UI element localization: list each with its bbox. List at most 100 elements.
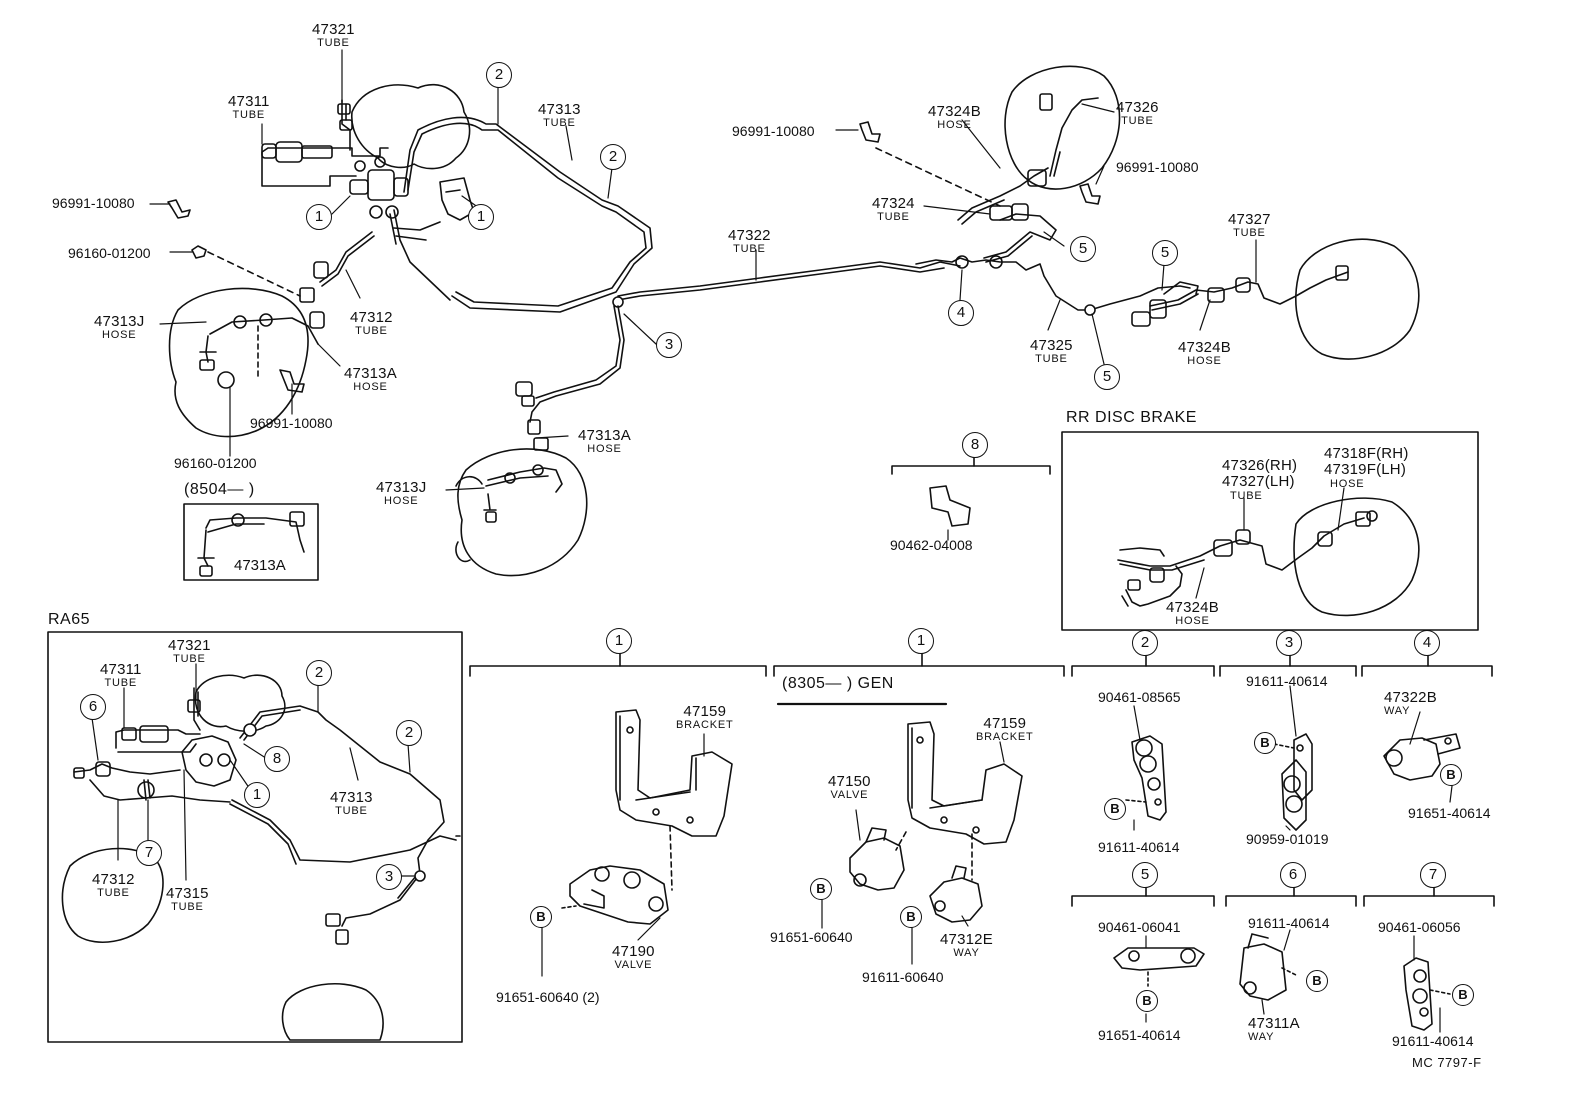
callout-2: 2: [396, 720, 422, 746]
group-bracket-3: [1219, 665, 1357, 677]
callout-1: 1: [306, 204, 332, 230]
front-left-drum-outline: [168, 287, 309, 438]
callout-5: 5: [1094, 364, 1120, 390]
ra65-master-cylinder: [194, 674, 286, 733]
tube-47313-top: [403, 116, 653, 313]
tube-47327: [1149, 271, 1349, 311]
rear-left-drum-outline: [1004, 65, 1121, 190]
way-47311A: [1239, 943, 1287, 1001]
clip-96991-left: [167, 199, 191, 219]
pn-91651-40614-a: 91651-40614: [1408, 805, 1491, 821]
clamp-90461-06041: [1113, 947, 1205, 971]
clip-90462-04008: [929, 485, 971, 527]
bracket-47159-a: [615, 709, 733, 837]
pn-96991-10080-d: 96991-10080: [1116, 159, 1199, 175]
pn-91651-60640: 91651-60640: [770, 929, 853, 945]
bolt-b-mark: B: [1254, 732, 1276, 754]
callout-5: 5: [1070, 236, 1096, 262]
pn-96991-10080-b: 96991-10080: [250, 415, 333, 431]
callout-6: 6: [80, 694, 106, 720]
rr-disc-brake-title: RR DISC BRAKE: [1066, 409, 1197, 426]
callout-8: 8: [264, 746, 290, 772]
group-bracket-2: [1071, 665, 1215, 677]
pn-91611-40614-a: 91611-40614: [1098, 839, 1180, 855]
callout-8: 8: [962, 432, 988, 458]
callout-2: 2: [600, 144, 626, 170]
clamp-90959: [1293, 733, 1313, 801]
insert-range-label: (8504— ): [184, 481, 255, 498]
pn-91611-40614-d: 91611-40614: [1392, 1033, 1474, 1049]
valve-47150: [849, 837, 905, 891]
pn-96991-10080-c: 96991-10080: [732, 123, 815, 139]
group-bracket-1a: [469, 665, 767, 677]
callout-3: 3: [1276, 630, 1302, 656]
callout-7: 7: [1420, 862, 1446, 888]
pn-96160-01200-b: 96160-01200: [174, 455, 257, 471]
ra65-title: RA65: [48, 611, 91, 628]
bolt-b-mark: B: [810, 878, 832, 900]
pn-90959-01019: 90959-01019: [1246, 831, 1329, 847]
clamp-90461-08565: [1131, 735, 1167, 821]
hose-47313J-left: [209, 317, 319, 345]
group-bracket-4: [1361, 665, 1493, 677]
bolt-b-mark: B: [530, 906, 552, 928]
callout-3: 3: [656, 332, 682, 358]
pn-insert-47313A: 47313A: [234, 557, 286, 574]
gen-range-label: (8305— ) GEN: [782, 675, 894, 692]
group-bracket-1b: [773, 665, 1065, 677]
bolt-b-mark: B: [1136, 990, 1158, 1012]
callout-1: 1: [908, 628, 934, 654]
group-bracket-5: [1071, 895, 1215, 907]
callout-1: 1: [244, 782, 270, 808]
ra65-drum-outline: [61, 847, 164, 943]
group-bracket-6: [1225, 895, 1357, 907]
valve-47190: [569, 865, 669, 925]
insert-box-8504: [183, 503, 319, 581]
tube-47313-down: [529, 305, 625, 423]
rr-disc-brake-box: [1061, 431, 1479, 631]
pn-91651-40614-b: 91651-40614: [1098, 1027, 1181, 1043]
rear-tee-fittings: [915, 257, 1191, 311]
pn-91651-60640-2: 91651-60640 (2): [496, 989, 600, 1005]
mc-code: MC 7797-F: [1412, 1055, 1482, 1070]
leader-lines: [91, 49, 1453, 1033]
bolt-b-mark: B: [1104, 798, 1126, 820]
group-bracket-8: [891, 465, 1051, 475]
callout-1: 1: [606, 628, 632, 654]
bolt-b-mark: B: [900, 906, 922, 928]
callout-7: 7: [136, 840, 162, 866]
clamp-90461-06056: [1403, 957, 1433, 1031]
pn-90461-06056: 90461-06056: [1378, 919, 1461, 935]
label-47318F-47319F-rr: 47318F(RH) 47319F(LH)HOSE: [1324, 445, 1409, 490]
pn-90461-06041: 90461-06041: [1098, 919, 1181, 935]
pn-90462-04008: 90462-04008: [890, 537, 973, 553]
ra65-drum-right: [281, 983, 384, 1041]
tube-47324: [983, 213, 1057, 263]
tube-47322: [617, 261, 961, 301]
ra65-box: [47, 631, 463, 1043]
callout-3: 3: [376, 864, 402, 890]
rear-right-drum-outline: [1294, 238, 1420, 360]
callout-2: 2: [486, 62, 512, 88]
callout-1: 1: [468, 204, 494, 230]
clip-96991-right: [1079, 183, 1101, 205]
